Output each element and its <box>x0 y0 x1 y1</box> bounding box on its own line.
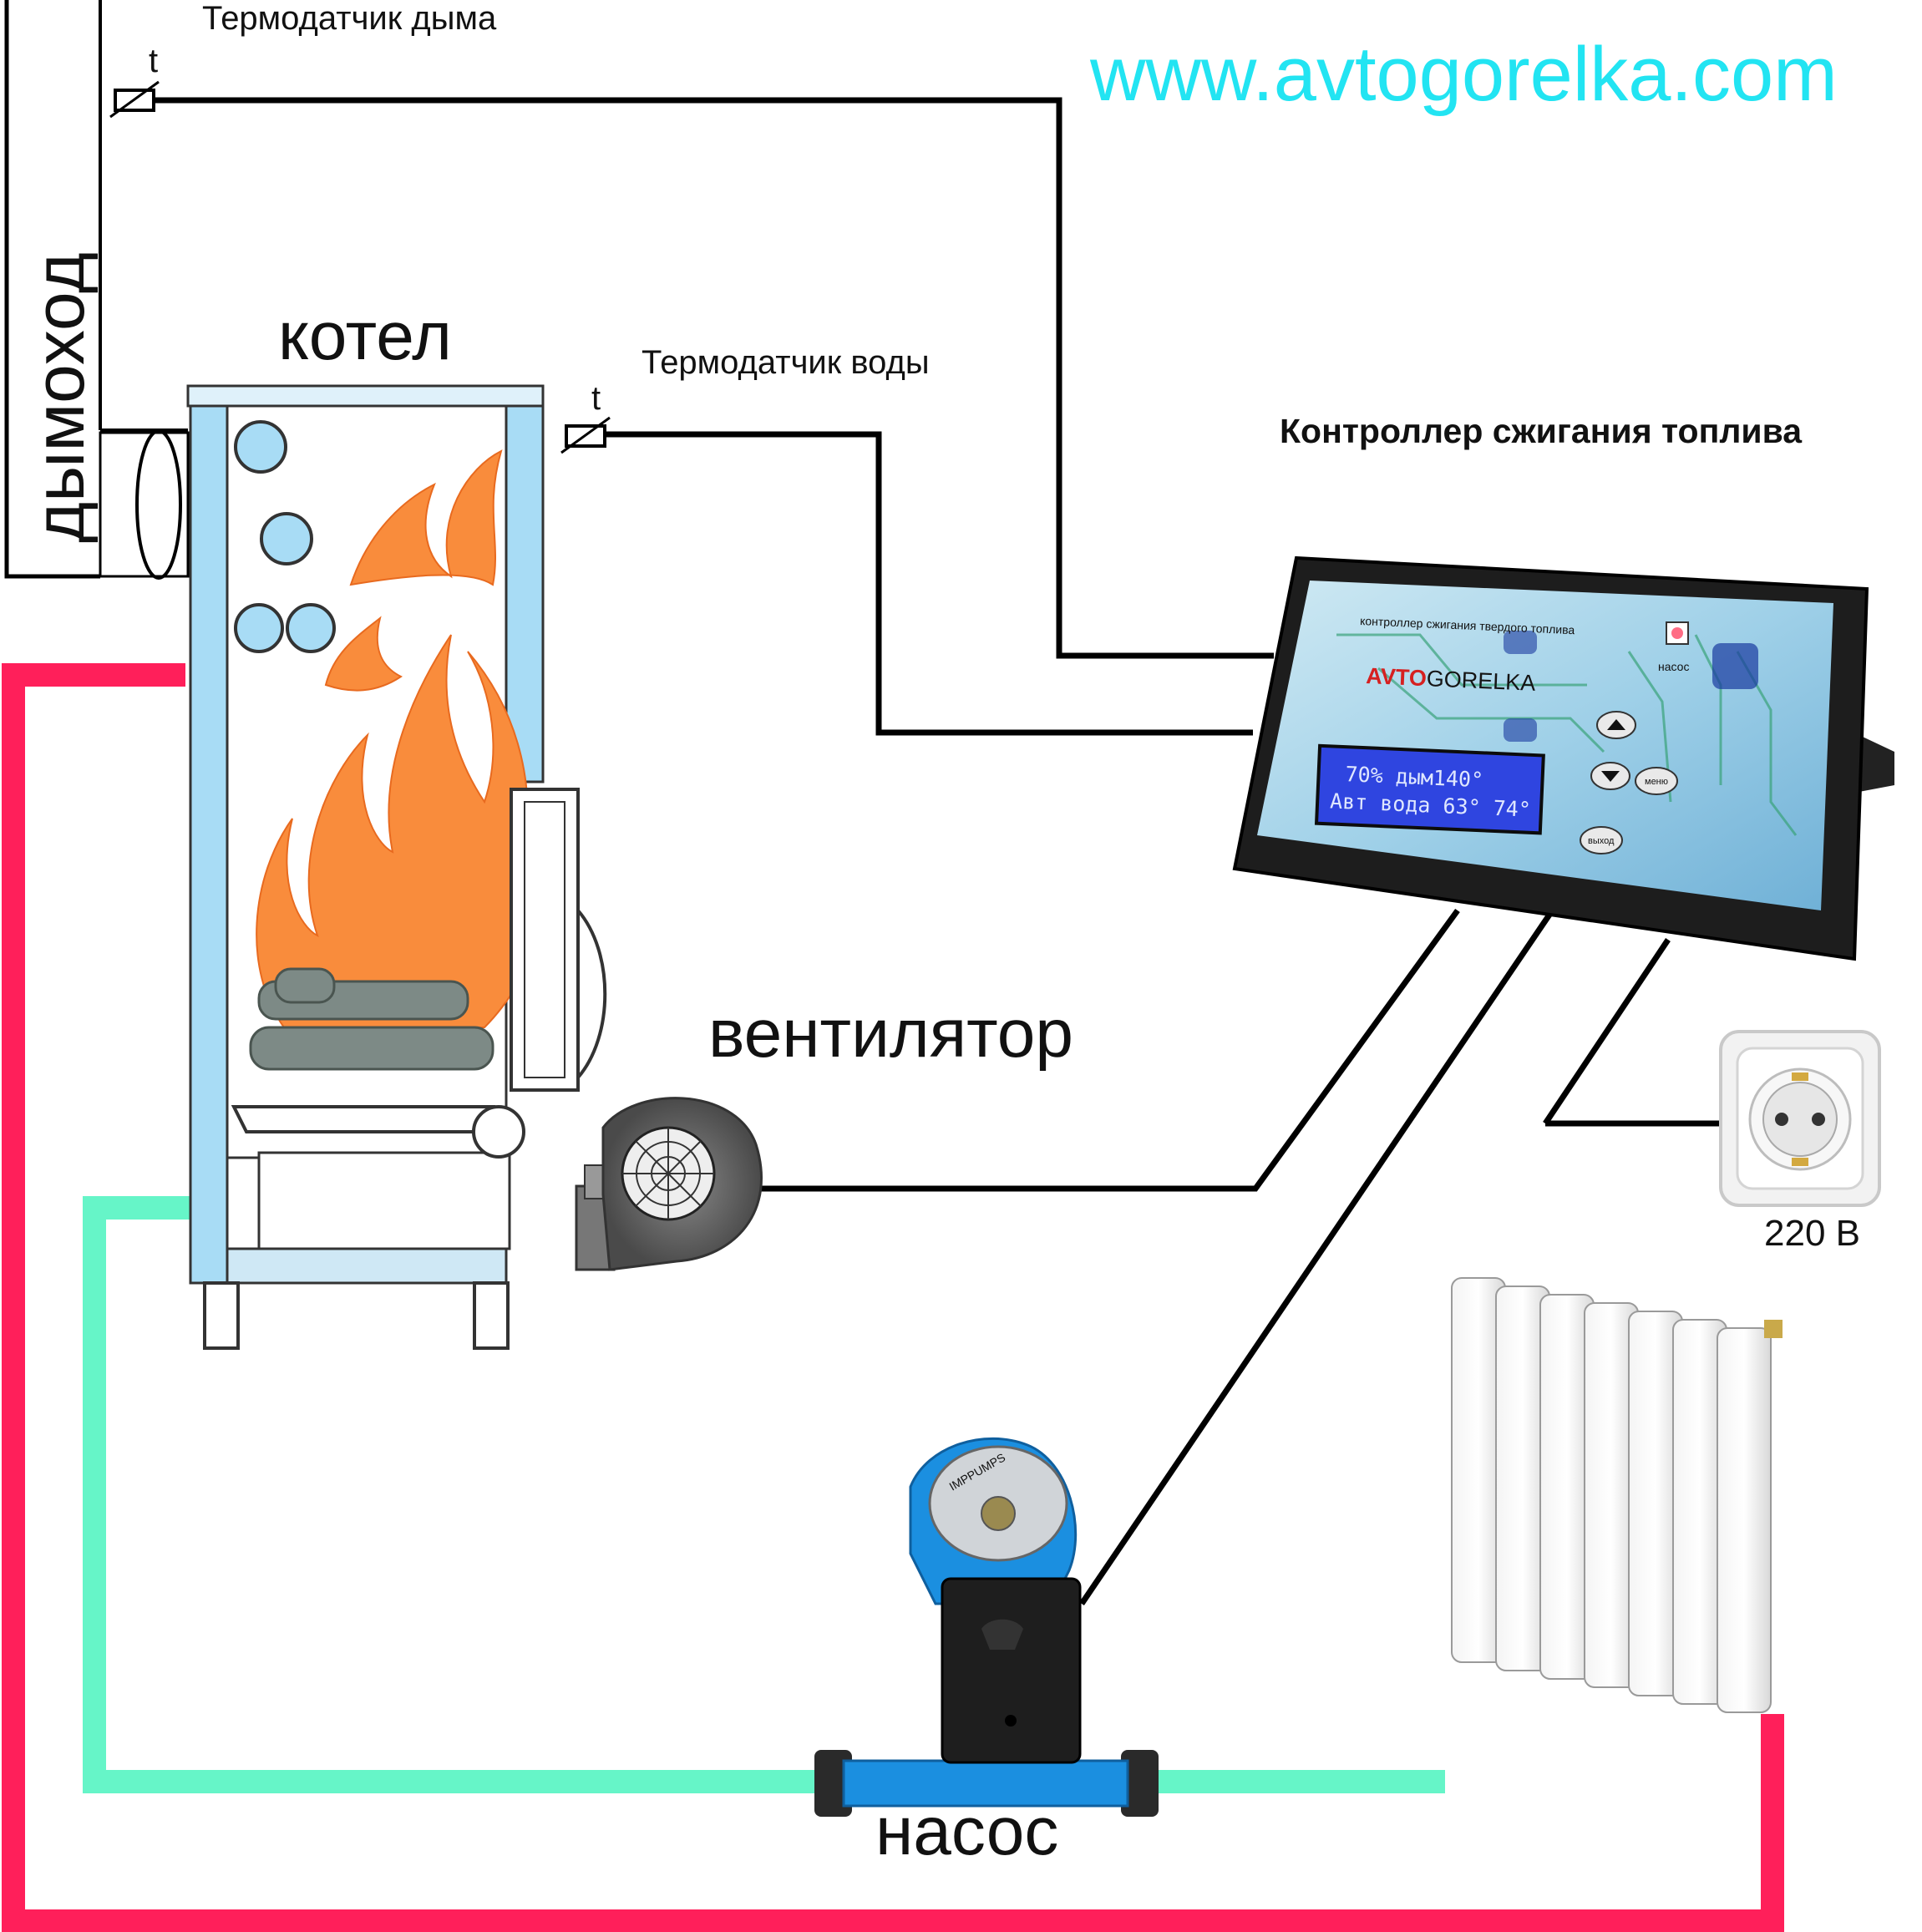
chimney: дымоход <box>4 0 190 580</box>
flue-tube <box>260 512 313 565</box>
exit-button-label: выход <box>1588 836 1615 846</box>
exit-button[interactable]: выход <box>1580 826 1623 854</box>
circulation-pump: IMPPUMPS насос <box>814 1437 1159 1869</box>
smoke-sensor: t Термодатчик дыма <box>109 0 497 119</box>
menu-button-label: меню <box>1645 777 1668 787</box>
up-button[interactable] <box>1596 711 1636 739</box>
lcd-display: 70% дым140° Авт вода 63° 74° <box>1314 743 1545 835</box>
smoke-sensor-symbol: t <box>149 43 158 79</box>
fan: вентилятор <box>575 996 1073 1271</box>
down-button[interactable] <box>1590 762 1630 790</box>
smoke-sensor-label: Термодатчик дыма <box>202 0 497 37</box>
boiler: котел <box>186 298 607 1350</box>
lcd-line-1: 70% дым140° <box>1345 762 1484 792</box>
boiler-label: котел <box>278 298 452 374</box>
water-sensor-symbol: t <box>591 380 601 417</box>
water-sensor: t Термодатчик воды <box>560 344 930 454</box>
wires <box>154 97 1808 1605</box>
socket-voltage-label: 220 В <box>1764 1213 1860 1254</box>
fan-label: вентилятор <box>708 996 1073 1072</box>
smoke-sensor-wire <box>154 97 1274 659</box>
controller: Контроллер сжигания топлива контроллер с… <box>1232 412 1894 961</box>
controller-title: Контроллер сжигания топлива <box>1280 412 1803 450</box>
flue-tube <box>234 603 284 653</box>
power-wire <box>1543 938 1671 1125</box>
hot-pipe <box>2 663 1784 1932</box>
flue-tube <box>234 420 287 474</box>
firewood <box>249 967 494 1071</box>
water-sensor-label: Термодатчик воды <box>642 344 930 381</box>
power-socket: 220 В <box>1719 1030 1881 1254</box>
pump-label: насос <box>875 1793 1058 1869</box>
fan-wire <box>760 908 1460 1192</box>
menu-button[interactable]: меню <box>1635 767 1678 795</box>
controller-brand: AVTOGORELKA <box>1366 663 1536 696</box>
radiator <box>1451 1277 1783 1713</box>
pump-wire <box>1079 913 1552 1605</box>
flue-tube <box>286 603 336 653</box>
chimney-label: дымоход <box>20 252 99 543</box>
water-sensor-wire <box>605 431 1253 736</box>
pump-indicator-label: насос <box>1658 660 1689 673</box>
cold-pipe <box>83 1196 1445 1793</box>
website-url: www.avtogorelka.com <box>1089 32 1838 117</box>
